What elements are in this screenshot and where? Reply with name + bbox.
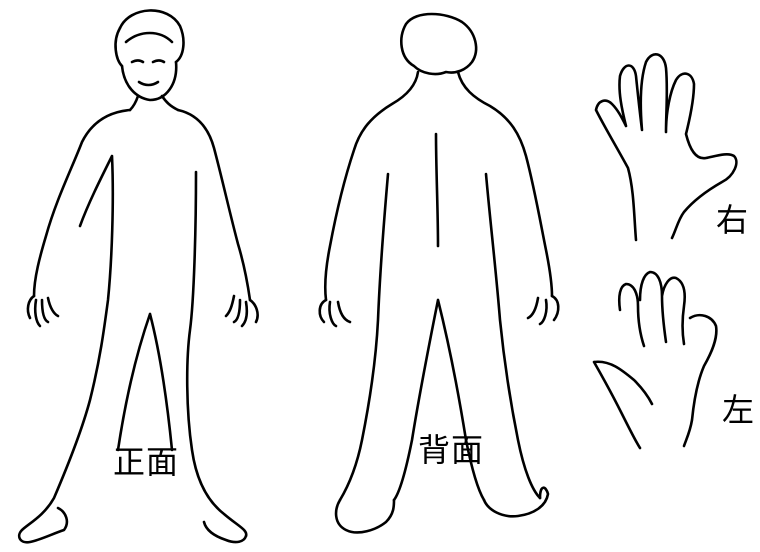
- back-head: [400, 12, 478, 76]
- back-right-foot: [482, 486, 550, 518]
- front-right-hand: [224, 294, 259, 328]
- back-body-outline: [323, 70, 554, 502]
- back-right-hand: [526, 294, 560, 326]
- right-hand-drawing: [594, 53, 738, 242]
- right-hand-label: 右: [716, 201, 750, 239]
- back-figure: [318, 12, 560, 534]
- front-view-label: 正面: [113, 443, 180, 481]
- back-view-label: 背面: [418, 431, 485, 469]
- back-left-hand: [318, 298, 352, 328]
- left-hand-label: 左: [722, 391, 756, 429]
- front-body-outline: [20, 108, 252, 538]
- front-left-foot: [17, 506, 69, 544]
- back-left-foot: [334, 498, 396, 534]
- left-hand-drawing: [592, 270, 718, 450]
- front-head: [114, 9, 185, 112]
- front-right-foot: [202, 520, 248, 544]
- front-left-hand: [26, 294, 60, 328]
- front-figure: [17, 9, 259, 544]
